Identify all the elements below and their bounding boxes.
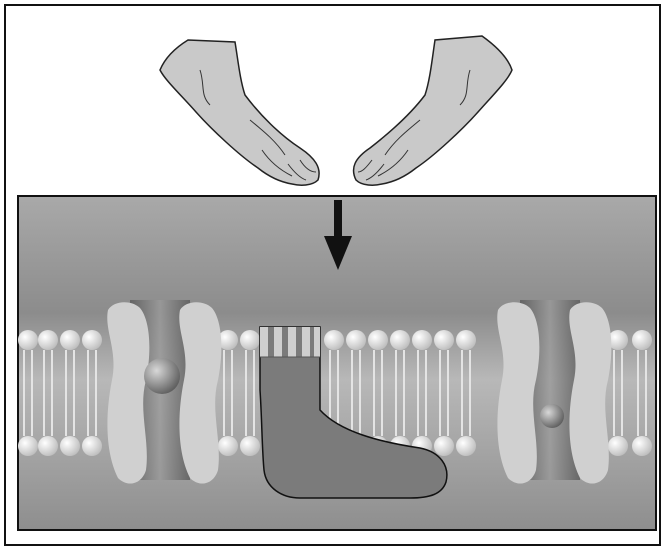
ion-sphere-icon (540, 404, 564, 428)
right-foot-icon (354, 36, 512, 185)
membrane-channel-icon (107, 300, 221, 484)
ion-sphere-icon (144, 358, 180, 394)
left-foot-icon (160, 40, 319, 185)
membrane-channel-icon (497, 300, 611, 484)
sock-cuff (260, 327, 320, 357)
